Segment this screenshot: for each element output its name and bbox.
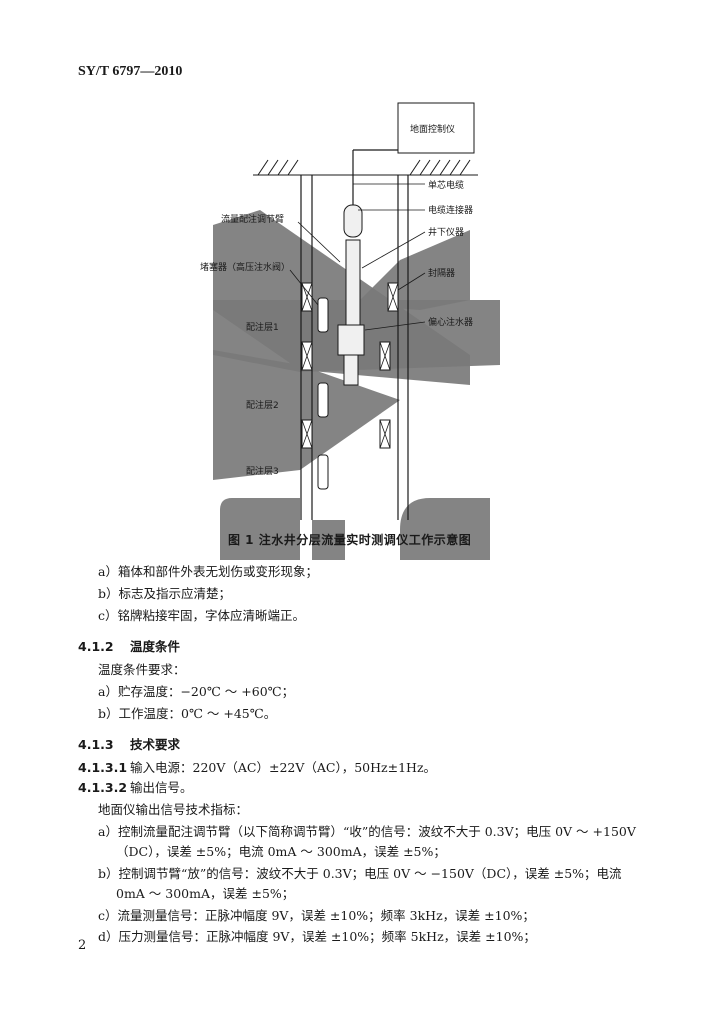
label-plug: 堵塞器（高压注水阀）: [200, 261, 290, 273]
eccentric-injectors: [317, 297, 329, 490]
well-casing: [300, 175, 409, 520]
list-item: c）流量测量信号：正脉冲幅度 9V，误差 ±10%；频率 3kHz，误差 ±10…: [98, 908, 535, 923]
label-layer-1: 配注层1: [246, 321, 279, 333]
label-layer-2: 配注层2: [246, 399, 279, 411]
subsection-number: 4.1.3.1: [78, 760, 128, 775]
label-cable-connector: 电缆连接器: [428, 204, 473, 216]
section-title: 技术要求: [130, 737, 181, 752]
standard-code: SY/T 6797—2010: [78, 64, 183, 79]
watermark-band-right: [355, 230, 470, 310]
section-heading-4-1-2: 4.1.2 温度条件: [78, 636, 180, 655]
list-item: b）控制调节臂“放”的信号：波纹不大于 0.3V；电压 0V ～ −150V（D…: [98, 866, 622, 881]
figure-caption: 图 1 注水井分层流量实时测调仪工作示意图: [228, 533, 472, 547]
single-core-cable: [352, 149, 398, 205]
section-heading-4-1-3: 4.1.3 技术要求: [78, 734, 180, 753]
paragraph: 温度条件要求：: [98, 662, 186, 677]
label-packer: 封隔器: [428, 267, 455, 279]
label-layer-3: 配注层3: [246, 465, 279, 477]
label-eccentric-injector: 偏心注水器: [428, 316, 473, 328]
list-item: c）铭牌粘接牢固，字体应清晰端正。: [98, 608, 306, 623]
list-item: a）控制流量配注调节臂（以下简称调节臂）“收”的信号：波纹不大于 0.3V；电压…: [98, 824, 636, 839]
section-number: 4.1.2: [78, 639, 114, 654]
list-item: d）压力测量信号：正脉冲幅度 9V，误差 ±10%；频率 5kHz，误差 ±10…: [98, 929, 536, 944]
list-item: b）工作温度：0℃ ～ +45℃。: [98, 706, 277, 721]
downhole-instrument: [337, 204, 365, 386]
list-item-continuation: 0mA ～ 300mA，误差 ±5%；: [116, 886, 295, 901]
list-item: a）箱体和部件外表无划伤或变形现象；: [98, 564, 318, 579]
page-number: 2: [78, 938, 87, 953]
ground-controller-box: [397, 102, 475, 154]
label-regulator-arm: 流量配注调节臂: [221, 213, 284, 225]
subsection-number: 4.1.3.2: [78, 780, 128, 795]
list-item-continuation: （DC），误差 ±5%；电流 0mA ～ 300mA，误差 ±5%；: [116, 844, 446, 859]
section-number: 4.1.3: [78, 737, 114, 752]
leader-lines: [289, 183, 426, 331]
subsection-text: 输入电源：220V（AC）±22V（AC），50Hz±1Hz。: [130, 760, 437, 775]
subsection-text: 输出信号。: [130, 780, 193, 795]
paragraph: 地面仪输出信号技术指标：: [98, 802, 249, 817]
section-title: 温度条件: [130, 639, 181, 654]
watermark-s-shape: [220, 498, 490, 560]
list-item: b）标志及指示应清楚；: [98, 586, 232, 601]
label-downhole-instrument: 井下仪器: [428, 226, 464, 238]
well-diagram: 地面控制仪: [200, 102, 500, 560]
watermark-band-lower: [213, 350, 400, 480]
ground-surface: [253, 159, 478, 176]
label-single-core-cable: 单芯电缆: [428, 179, 464, 191]
ground-controller-label: 地面控制仪: [410, 123, 455, 135]
list-item: a）贮存温度：−20℃ ～ +60℃；: [98, 684, 295, 699]
